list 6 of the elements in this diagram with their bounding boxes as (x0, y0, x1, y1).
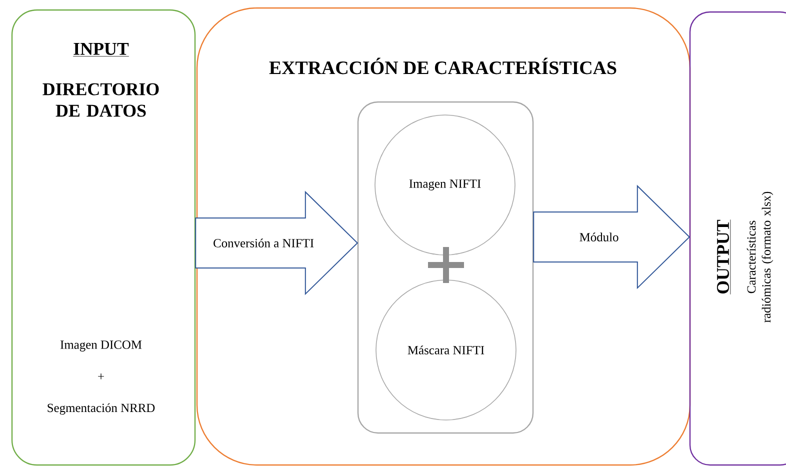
input-panel: INPUT DIRECTORIO DE DATOS Imagen DICOM + Segmentación NRRD (11, 9, 196, 466)
inner-box (357, 101, 534, 434)
edge-label: Conversión a NIFTI (212, 238, 316, 248)
output-panel: OUTPUT Características radiómicas (formato xlsx) (689, 11, 786, 466)
block-arrow (533, 184, 690, 290)
edge-label: Módulo (578, 232, 620, 242)
